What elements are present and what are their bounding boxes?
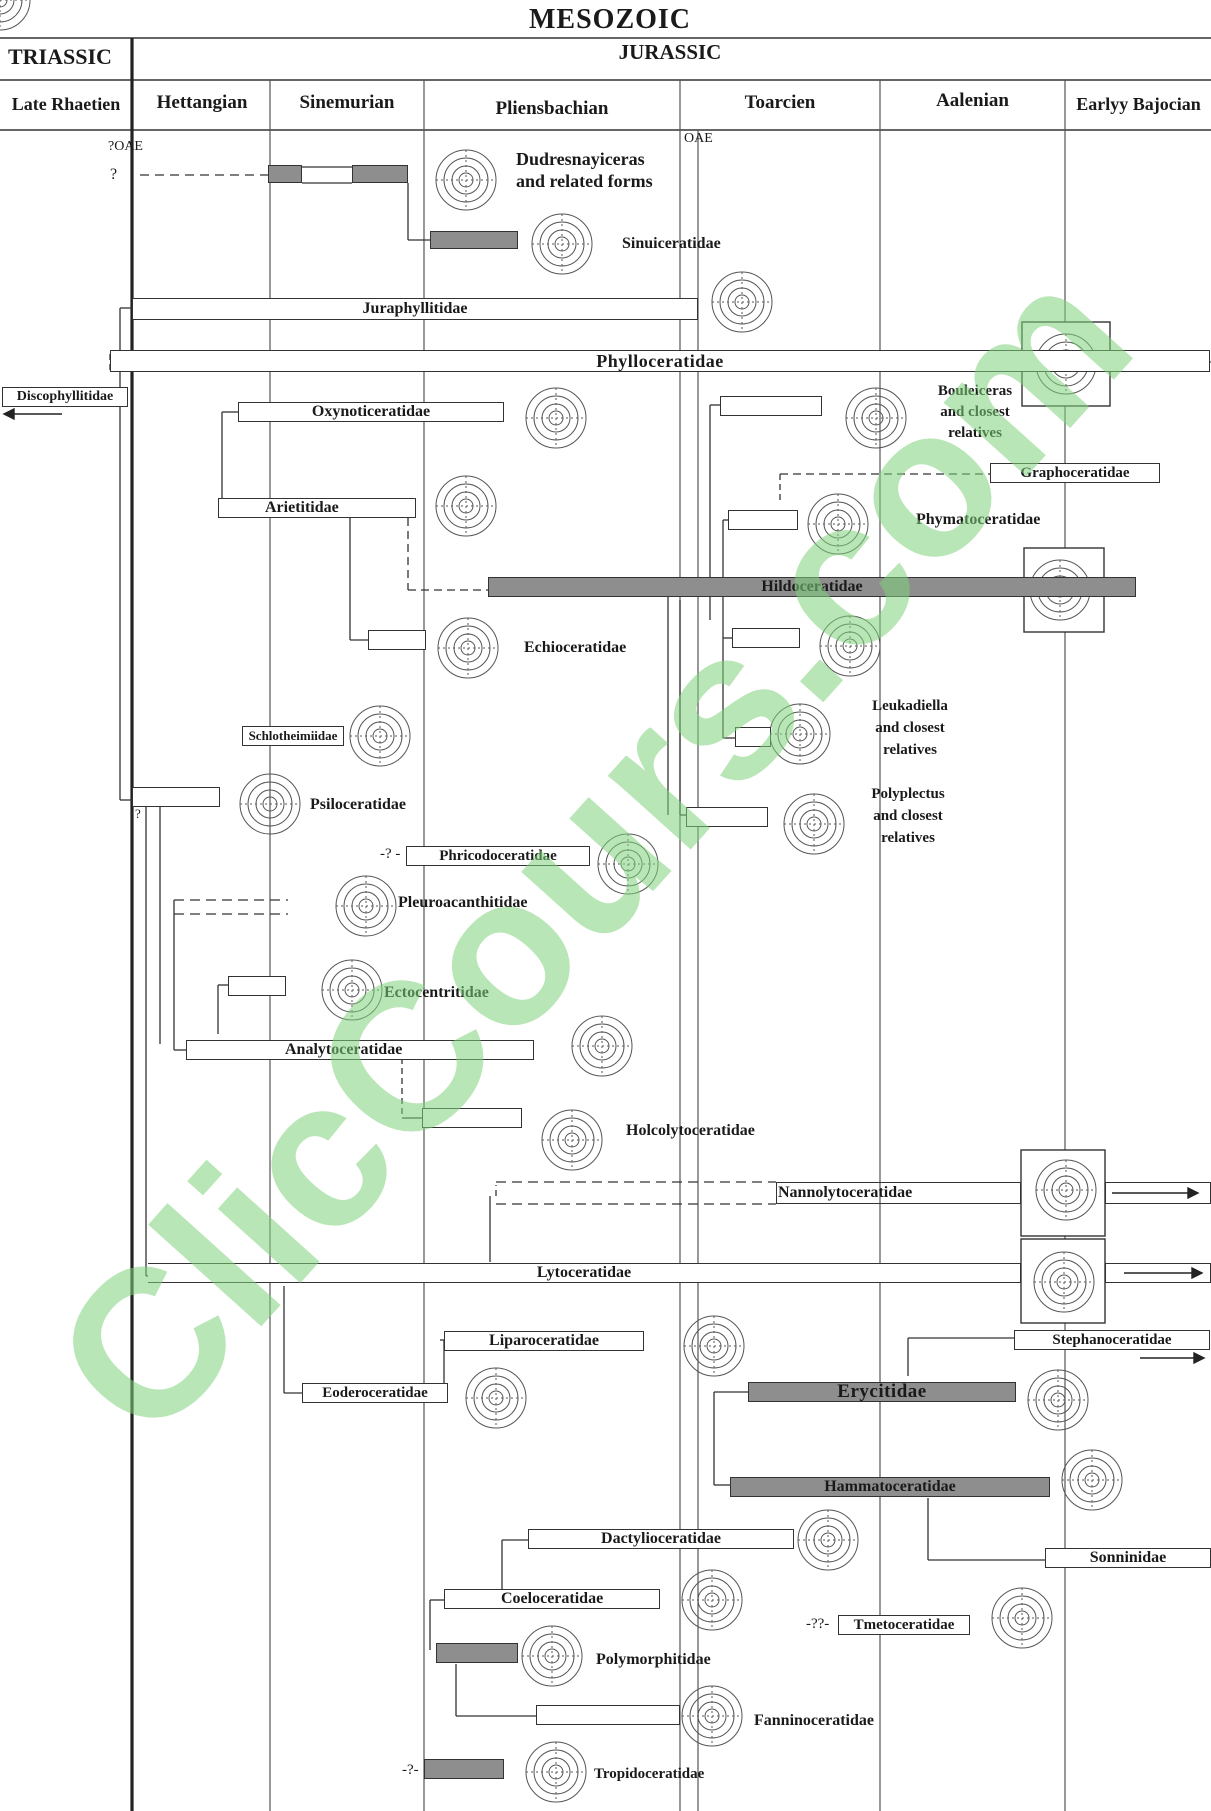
label-dudresnayiceras-l1: Dudresnayiceras bbox=[516, 149, 645, 169]
hildoceratidae-bar: Hildoceratidae bbox=[488, 577, 1136, 597]
phricodoceratidae-bar: Phricodoceratidae bbox=[406, 846, 590, 866]
label-leukadiella-l1: Leukadiella bbox=[872, 698, 948, 714]
sinuiceratidae-bar bbox=[430, 231, 518, 249]
dactylioceratidae-bar: Dactylioceratidae bbox=[528, 1529, 794, 1549]
question-top: ? bbox=[110, 166, 118, 183]
toarc-bar-a bbox=[732, 628, 800, 648]
stage-late-rhaetien: Late Rhaetien bbox=[11, 94, 121, 114]
stage-hettangian: Hettangian bbox=[156, 92, 248, 113]
nannolyto-bar-ext bbox=[1105, 1182, 1211, 1204]
holcolytoceratidae-bar bbox=[422, 1108, 522, 1128]
bouleiceras-bar bbox=[720, 396, 822, 416]
question-psilo: ? bbox=[135, 806, 141, 821]
tropidoceratidae-bar bbox=[424, 1759, 504, 1779]
label-echioceratidae: Echioceratidae bbox=[524, 639, 627, 656]
oae-right: OAE bbox=[684, 131, 713, 146]
question-phricodo: -? - bbox=[380, 846, 401, 862]
stage-sinemurian: Sinemurian bbox=[299, 92, 395, 113]
lytoceratidae-bar: Lytoceratidae bbox=[148, 1263, 1021, 1283]
psiloceratidae-bar bbox=[132, 787, 220, 807]
sonninidae-bar: Sonninidae bbox=[1045, 1548, 1211, 1568]
stage-pliensbachian: Pliensbachian bbox=[495, 98, 609, 119]
schlotheimiidae-bar: Schlotheimiidae bbox=[242, 726, 344, 746]
arietitidae-bar: Arietitidae bbox=[218, 498, 416, 518]
label-pleuroacanthitidae: Pleuroacanthitidae bbox=[398, 894, 528, 911]
phylloceratidae-bar: Phylloceratidae bbox=[110, 350, 1210, 372]
leukadiella-bar bbox=[735, 727, 771, 747]
graphoceratidae-bar: Graphoceratidae bbox=[990, 463, 1160, 483]
polymorphitidae-bar bbox=[436, 1643, 518, 1663]
label-leukadiella-l3: relatives bbox=[883, 742, 937, 758]
era-title: MESOZOIC bbox=[528, 4, 692, 35]
erycitidae-bar: Erycitidae bbox=[748, 1381, 1016, 1402]
phymatoceratidae-bar bbox=[728, 510, 798, 530]
label-phymatoceratidae: Phymatoceratidae bbox=[916, 511, 1041, 528]
lyto-bar-ext bbox=[1105, 1263, 1211, 1283]
eoderoceratidae-bar: Eoderoceratidae bbox=[302, 1383, 448, 1403]
label-holcolytoceratidae: Holcolytoceratidae bbox=[626, 1122, 755, 1139]
oxynoticeratidae-bar: Oxynoticeratidae bbox=[238, 402, 504, 422]
period-jurassic: JURASSIC bbox=[618, 40, 722, 64]
stephanoceratidae-bar: Stephanoceratidae bbox=[1014, 1330, 1210, 1350]
stage-early-bajocian: Earlyy Bajocian bbox=[1076, 94, 1201, 114]
liparoceratidae-bar: Liparoceratidae bbox=[444, 1331, 644, 1351]
label-sinuiceratidae: Sinuiceratidae bbox=[622, 235, 721, 252]
analytoceratidae-bar: Analytoceratidae bbox=[186, 1040, 534, 1060]
ectocentritidae-bar bbox=[228, 976, 286, 996]
discophyllitidae-bar: Discophyllitidae bbox=[2, 387, 128, 407]
label-polymorphitidae: Polymorphitidae bbox=[596, 1651, 711, 1668]
coeloceratidae-bar: Coeloceratidae bbox=[444, 1589, 660, 1609]
oae-left: ?OAE bbox=[108, 139, 143, 154]
fanninoceratidae-bar bbox=[536, 1705, 680, 1725]
stage-aalenian: Aalenian bbox=[936, 90, 1009, 111]
label-bouleiceras-l2: and closest bbox=[940, 404, 1010, 420]
label-polyplectus-l1: Polyplectus bbox=[871, 786, 945, 802]
label-bouleiceras-l3: relatives bbox=[948, 425, 1002, 441]
hildo-gap bbox=[1024, 577, 1104, 597]
tmetoceratidae-bar: Tmetoceratidae bbox=[838, 1615, 970, 1635]
label-dudresnayiceras-l2: and related forms bbox=[516, 171, 653, 191]
dudres-bar-a bbox=[268, 165, 302, 183]
juraphyllitidae-bar: Juraphyllitidae bbox=[132, 298, 698, 320]
nannolyto-bar bbox=[776, 1182, 1021, 1204]
label-fanninoceratidae: Fanninoceratidae bbox=[754, 1712, 874, 1729]
label-ectocentritidae: Ectocentritidae bbox=[384, 984, 489, 1001]
label-psiloceratidae: Psiloceratidae bbox=[310, 796, 406, 813]
question-tropido: -?- bbox=[402, 1762, 419, 1778]
label-bouleiceras-l1: Bouleiceras bbox=[937, 383, 1013, 399]
hammatoceratidae-bar: Hammatoceratidae bbox=[730, 1477, 1050, 1497]
stage-toarcien: Toarcien bbox=[744, 92, 816, 113]
period-triassic: TRIASSIC bbox=[8, 44, 112, 69]
echioceratidae-bar bbox=[368, 630, 426, 650]
label-leukadiella-l2: and closest bbox=[875, 720, 945, 736]
dudres-bar-b bbox=[352, 165, 408, 183]
label-tropidoceratidae: Tropidoceratidae bbox=[594, 1766, 705, 1782]
label-polyplectus-l3: relatives bbox=[881, 830, 935, 846]
question-tmeto: -??- bbox=[806, 1616, 830, 1632]
label-polyplectus-l2: and closest bbox=[873, 808, 943, 824]
polyplectus-bar bbox=[686, 807, 768, 827]
label-nannolytoceratidae: Nannolytoceratidae bbox=[778, 1184, 913, 1201]
